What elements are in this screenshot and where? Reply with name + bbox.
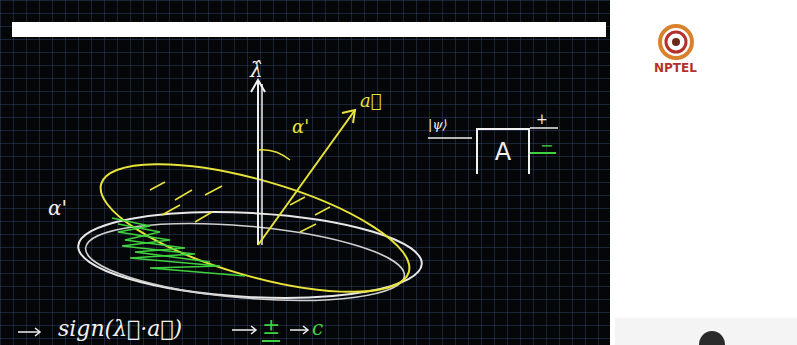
input-line — [428, 137, 472, 139]
vector-arrow — [258, 110, 355, 245]
operator-box: A — [476, 128, 530, 174]
green-hatch — [112, 218, 245, 276]
formula: sign(λ⃗·a⃗) — [58, 318, 182, 340]
outcome-label: c — [312, 318, 323, 338]
yellow-hatch — [150, 182, 330, 232]
output-sign: − — [540, 138, 553, 154]
angle-label: α' — [48, 198, 67, 218]
outcome-sign: ± — [262, 316, 280, 338]
board-grid — [0, 0, 610, 345]
underline — [262, 340, 280, 342]
presenter-head — [699, 331, 725, 345]
axis-label: λ̂ — [250, 60, 263, 80]
output-sign: + — [536, 112, 548, 126]
top-bar — [12, 22, 606, 37]
side-panel — [610, 0, 797, 345]
nptel-logo — [660, 26, 692, 58]
tilted-ellipse — [88, 138, 422, 318]
axis-arrow — [257, 82, 259, 245]
vector-label: a⃗ — [360, 92, 382, 110]
plus-output — [530, 127, 558, 129]
state-label: |ψ⟩ — [428, 118, 448, 131]
logo-text: NPTEL — [654, 62, 697, 74]
operator-label: A — [486, 140, 520, 164]
board-ground — [0, 0, 610, 345]
angle-label: α' — [292, 118, 309, 136]
plane-ellipse-inner — [82, 212, 407, 312]
angle-arc — [258, 150, 290, 160]
